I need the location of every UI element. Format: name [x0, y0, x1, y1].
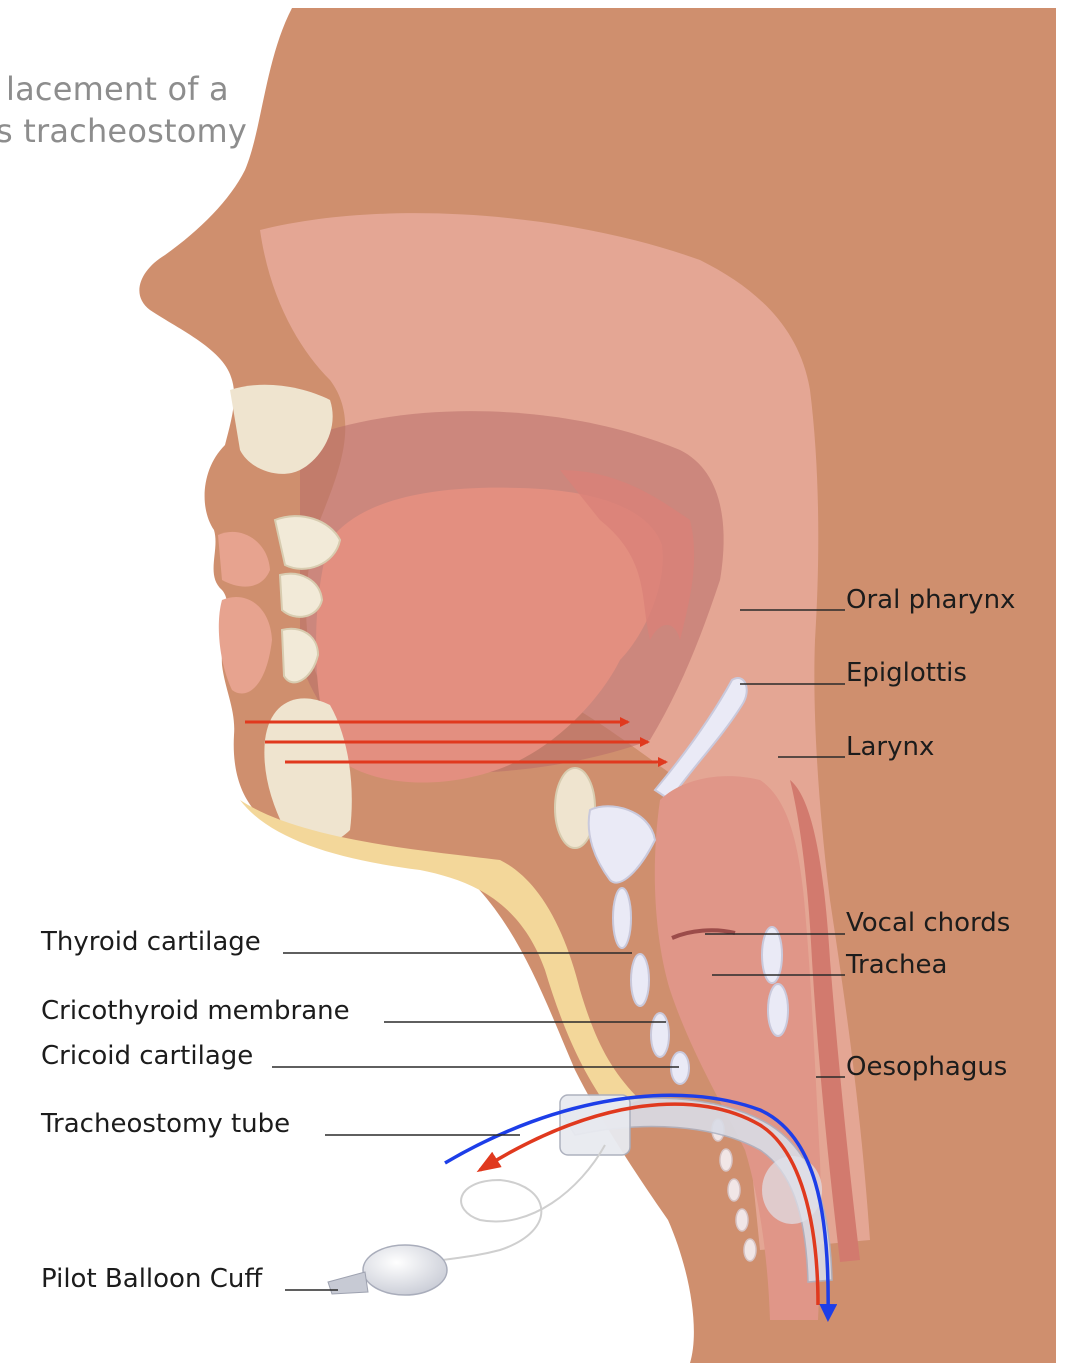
tube-cuff — [762, 1156, 822, 1224]
label-epiglottis: Epiglottis — [846, 658, 967, 688]
pilot-balloon — [363, 1245, 447, 1295]
label-tracheostomy-tube: Tracheostomy tube — [41, 1109, 290, 1139]
label-oral-pharynx: Oral pharynx — [846, 585, 1015, 615]
label-trachea: Trachea — [846, 950, 947, 980]
label-cricothyroid-membrane: Cricothyroid membrane — [41, 996, 350, 1026]
pilot-line — [430, 1145, 605, 1262]
label-oesophagus: Oesophagus — [846, 1052, 1007, 1082]
caption-line-2: s tracheostomy — [0, 112, 247, 150]
label-thyroid-cartilage: Thyroid cartilage — [41, 927, 261, 957]
label-vocal-chords: Vocal chords — [846, 908, 1010, 938]
label-pilot-balloon-cuff: Pilot Balloon Cuff — [41, 1264, 262, 1294]
caption-line-1: lacement of a — [6, 70, 229, 108]
label-larynx: Larynx — [846, 732, 934, 762]
label-cricoid-cartilage: Cricoid cartilage — [41, 1041, 253, 1071]
